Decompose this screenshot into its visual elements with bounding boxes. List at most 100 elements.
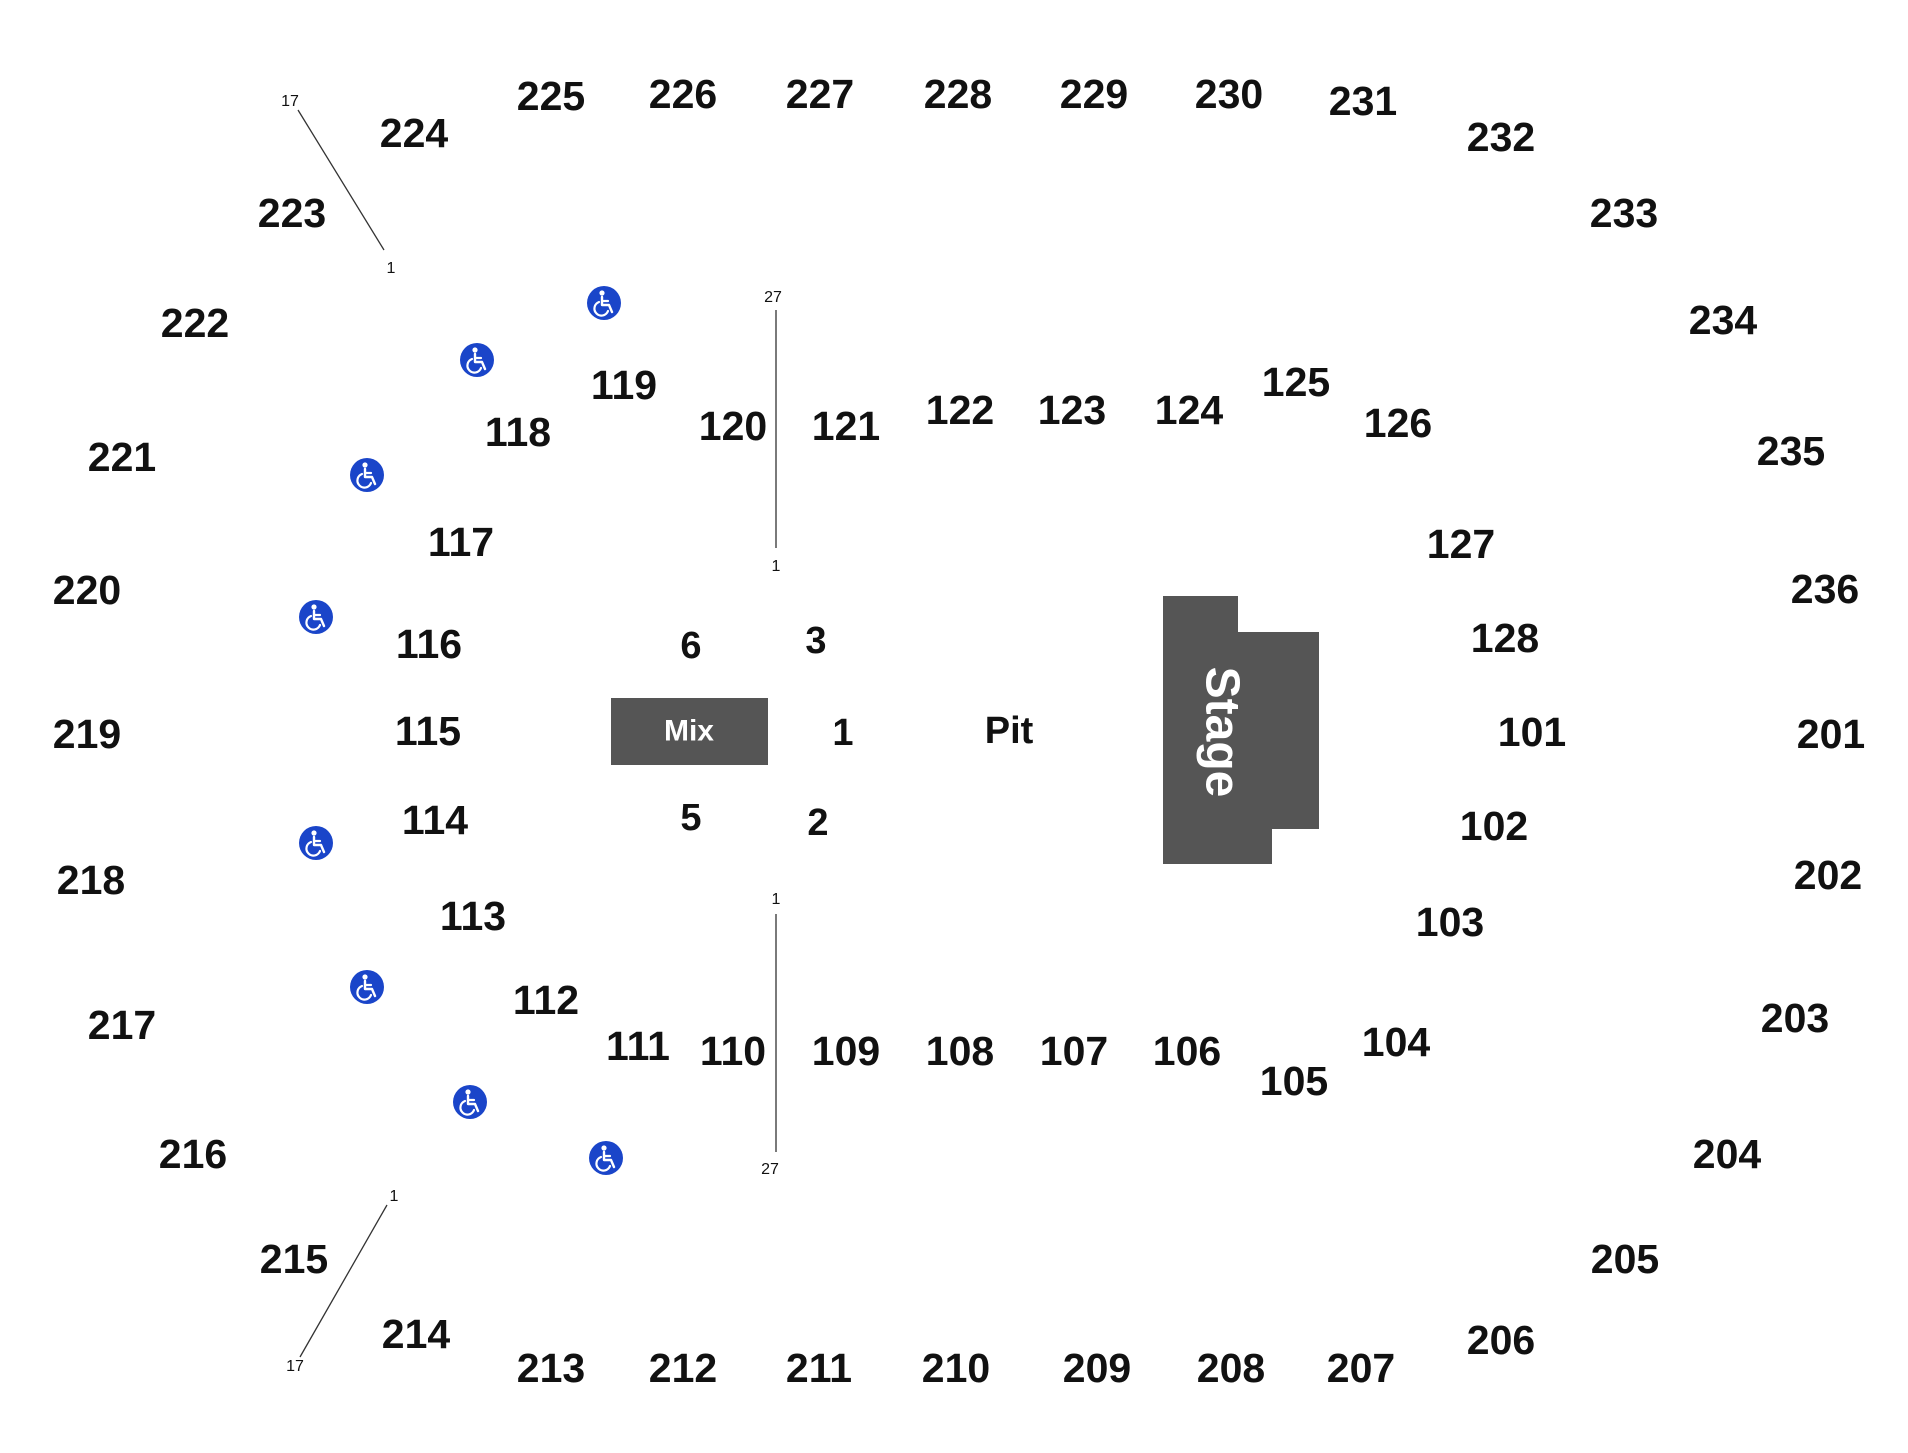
section-228[interactable]: 228 <box>924 71 992 117</box>
section-231[interactable]: 231 <box>1329 78 1397 124</box>
section-110[interactable]: 110 <box>700 1028 766 1074</box>
section-207[interactable]: 207 <box>1327 1345 1395 1391</box>
row-marker: 27 <box>761 1161 779 1178</box>
section-219[interactable]: 219 <box>53 711 121 757</box>
wheelchair-icon <box>299 600 333 634</box>
section-217[interactable]: 217 <box>88 1002 156 1048</box>
section-106[interactable]: 106 <box>1153 1028 1221 1074</box>
section-floor-1[interactable]: 1 <box>832 712 853 754</box>
section-226[interactable]: 226 <box>649 71 717 117</box>
section-112[interactable]: 112 <box>513 977 579 1023</box>
section-125[interactable]: 125 <box>1262 359 1330 405</box>
stage: Stage <box>1163 596 1319 864</box>
section-203[interactable]: 203 <box>1761 995 1829 1041</box>
stage-shape <box>1163 596 1319 864</box>
section-119[interactable]: 119 <box>591 362 657 408</box>
section-232[interactable]: 232 <box>1467 114 1535 160</box>
section-113[interactable]: 113 <box>440 893 506 939</box>
section-118[interactable]: 118 <box>485 409 551 455</box>
section-103[interactable]: 103 <box>1416 899 1484 945</box>
accessible-seating <box>299 286 623 1175</box>
section-114[interactable]: 114 <box>402 797 468 843</box>
section-floor-3[interactable]: 3 <box>805 620 826 662</box>
section-224[interactable]: 224 <box>380 110 449 156</box>
wheelchair-icon <box>350 458 384 492</box>
floor-sections: 1 2 3 5 6 <box>680 620 853 844</box>
section-117[interactable]: 117 <box>428 519 494 565</box>
section-124[interactable]: 124 <box>1155 387 1224 433</box>
section-104[interactable]: 104 <box>1362 1019 1431 1065</box>
section-206[interactable]: 206 <box>1467 1317 1535 1363</box>
mix-label: Mix <box>664 715 714 748</box>
section-102[interactable]: 102 <box>1460 803 1528 849</box>
section-208[interactable]: 208 <box>1197 1345 1265 1391</box>
section-pit[interactable]: Pit <box>985 710 1034 752</box>
section-213[interactable]: 213 <box>517 1345 585 1391</box>
section-127[interactable]: 127 <box>1427 521 1495 567</box>
section-233[interactable]: 233 <box>1590 190 1658 236</box>
section-107[interactable]: 107 <box>1040 1028 1108 1074</box>
section-225[interactable]: 225 <box>517 73 585 119</box>
wheelchair-icon <box>350 970 384 1004</box>
wheelchair-icon <box>299 826 333 860</box>
section-214[interactable]: 214 <box>382 1311 451 1357</box>
section-209[interactable]: 209 <box>1063 1345 1131 1391</box>
section-105[interactable]: 105 <box>1260 1058 1328 1104</box>
section-121[interactable]: 121 <box>812 403 880 449</box>
row-marker: 1 <box>772 891 781 908</box>
section-223[interactable]: 223 <box>258 190 326 236</box>
stage-label: Stage <box>1196 667 1249 798</box>
section-202[interactable]: 202 <box>1794 852 1862 898</box>
section-210[interactable]: 210 <box>922 1345 990 1391</box>
section-126[interactable]: 126 <box>1364 400 1432 446</box>
section-116[interactable]: 116 <box>396 621 462 667</box>
section-108[interactable]: 108 <box>926 1028 994 1074</box>
row-guide-upper-left-top <box>297 109 385 251</box>
section-222[interactable]: 222 <box>161 300 229 346</box>
section-211[interactable]: 211 <box>786 1345 852 1391</box>
section-215[interactable]: 215 <box>260 1236 328 1282</box>
section-220[interactable]: 220 <box>53 567 121 613</box>
section-229[interactable]: 229 <box>1060 71 1128 117</box>
wheelchair-icon <box>460 343 494 377</box>
section-floor-6[interactable]: 6 <box>680 625 701 667</box>
section-floor-2[interactable]: 2 <box>807 802 828 844</box>
section-120[interactable]: 120 <box>699 403 767 449</box>
section-109[interactable]: 109 <box>812 1028 880 1074</box>
section-236[interactable]: 236 <box>1791 566 1859 612</box>
row-marker: 1 <box>387 260 396 277</box>
lower-bowl-sections: 1011021031041051061071081091101111121131… <box>395 359 1566 1104</box>
upper-bowl-sections: 2012022032042052062072082092102112122132… <box>53 71 1865 1391</box>
section-221[interactable]: 221 <box>88 434 156 480</box>
section-216[interactable]: 216 <box>159 1131 227 1177</box>
row-guides <box>297 109 777 1358</box>
section-128[interactable]: 128 <box>1471 615 1539 661</box>
section-212[interactable]: 212 <box>649 1345 717 1391</box>
row-marker: 17 <box>281 93 299 110</box>
section-122[interactable]: 122 <box>926 387 994 433</box>
row-guide-upper-left-bottom <box>299 1204 388 1358</box>
section-115[interactable]: 115 <box>395 708 461 754</box>
section-234[interactable]: 234 <box>1689 297 1758 343</box>
row-marker: 27 <box>764 289 782 306</box>
section-235[interactable]: 235 <box>1757 428 1825 474</box>
section-218[interactable]: 218 <box>57 857 125 903</box>
row-markers: 17 1 1 17 27 1 1 27 <box>281 93 782 1375</box>
section-123[interactable]: 123 <box>1038 387 1106 433</box>
mix-box <box>611 698 768 765</box>
section-101[interactable]: 101 <box>1498 709 1566 755</box>
section-227[interactable]: 227 <box>786 71 854 117</box>
wheelchair-icon <box>587 286 621 320</box>
row-marker: 1 <box>390 1188 399 1205</box>
section-111[interactable]: 111 <box>606 1023 670 1069</box>
section-204[interactable]: 204 <box>1693 1131 1762 1177</box>
row-marker: 1 <box>772 558 781 575</box>
section-205[interactable]: 205 <box>1591 1236 1659 1282</box>
section-floor-5[interactable]: 5 <box>680 797 701 839</box>
section-230[interactable]: 230 <box>1195 71 1263 117</box>
wheelchair-icon <box>453 1085 487 1119</box>
mix-position: Mix <box>611 698 768 765</box>
section-201[interactable]: 201 <box>1797 711 1865 757</box>
